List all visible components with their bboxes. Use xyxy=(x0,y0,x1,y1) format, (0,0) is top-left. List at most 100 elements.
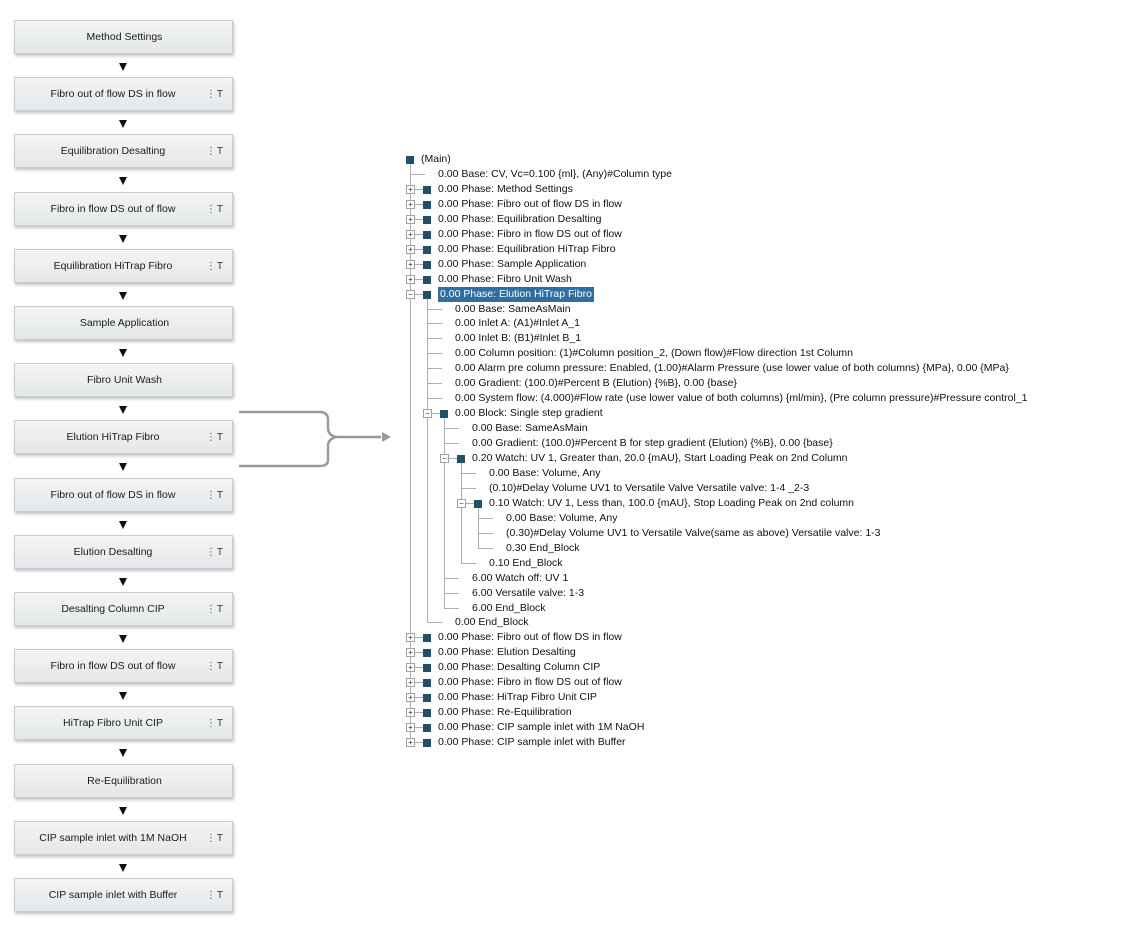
phase-text-instruction-marker[interactable]: ⋮T xyxy=(206,193,223,225)
expand-icon[interactable]: + xyxy=(406,738,415,747)
expand-icon[interactable]: + xyxy=(406,708,415,717)
tree-connector xyxy=(444,428,459,429)
tree-node-square-icon xyxy=(423,261,431,269)
phase-box[interactable]: Elution Desalting⋮T xyxy=(14,535,233,569)
expand-icon[interactable]: + xyxy=(406,693,415,702)
phase-box[interactable]: Fibro Unit Wash xyxy=(14,363,233,397)
tree-row[interactable]: 0.00 Phase: Fibro Unit Wash xyxy=(438,272,572,287)
tree-row[interactable]: 0.00 Phase: CIP sample inlet with Buffer xyxy=(438,735,626,750)
phase-text-instruction-marker[interactable]: ⋮T xyxy=(206,78,223,110)
phase-box[interactable]: Fibro in flow DS out of flow⋮T xyxy=(14,649,233,683)
tree-row[interactable]: (0.10)#Delay Volume UV1 to Versatile Val… xyxy=(489,481,809,496)
phase-box[interactable]: Equilibration Desalting⋮T xyxy=(14,134,233,168)
phase-box[interactable]: CIP sample inlet with Buffer⋮T xyxy=(14,878,233,912)
tree-row[interactable]: 0.00 Phase: Fibro in flow DS out of flow xyxy=(438,227,622,242)
phase-box[interactable]: Re-Equilibration xyxy=(14,764,233,798)
vertical-dots-icon: ⋮ xyxy=(205,145,216,157)
phase-text-instruction-marker[interactable]: ⋮T xyxy=(206,250,223,282)
expand-icon[interactable]: + xyxy=(406,215,415,224)
tree-row[interactable]: 0.00 Phase: Desalting Column CIP xyxy=(438,660,600,675)
tree-row[interactable]: 6.00 Versatile valve: 1-3 xyxy=(472,586,584,601)
phase-text-instruction-marker[interactable]: ⋮T xyxy=(206,822,223,854)
tree-row[interactable]: 0.00 Block: Single step gradient xyxy=(455,406,603,421)
phase-text-instruction-marker[interactable]: ⋮T xyxy=(206,707,223,739)
tree-row[interactable]: 0.00 Alarm pre column pressure: Enabled,… xyxy=(455,361,1009,376)
tree-row[interactable]: 0.00 Phase: Elution Desalting xyxy=(438,645,576,660)
tree-row[interactable]: 0.00 Gradient: (100.0)#Percent B for ste… xyxy=(472,436,833,451)
tree-row[interactable]: 0.00 Base: SameAsMain xyxy=(455,302,571,317)
tree-row[interactable]: 0.00 Phase: Fibro out of flow DS in flow xyxy=(438,197,622,212)
expand-icon[interactable]: + xyxy=(406,200,415,209)
expand-icon[interactable]: + xyxy=(406,230,415,239)
phase-box[interactable]: Sample Application xyxy=(14,306,233,340)
tree-row[interactable]: (0.30)#Delay Volume UV1 to Versatile Val… xyxy=(506,526,881,541)
tree-row[interactable]: 0.10 End_Block xyxy=(489,556,563,571)
phase-text-instruction-marker[interactable]: ⋮T xyxy=(206,479,223,511)
phase-text-instruction-marker[interactable]: ⋮T xyxy=(206,536,223,568)
tree-row[interactable]: 0.00 Phase: HiTrap Fibro Unit CIP xyxy=(438,690,597,705)
expand-icon[interactable]: + xyxy=(406,245,415,254)
collapse-icon[interactable]: − xyxy=(423,409,432,418)
tree-row-selected[interactable]: 0.00 Phase: Elution HiTrap Fibro xyxy=(438,287,594,302)
tree-row[interactable]: 0.00 Inlet B: (B1)#Inlet B_1 xyxy=(455,331,581,346)
expand-icon[interactable]: + xyxy=(406,260,415,269)
tree-row[interactable]: 0.00 Phase: Fibro out of flow DS in flow xyxy=(438,630,622,645)
tree-row[interactable]: 0.10 Watch: UV 1, Less than, 100.0 {mAU}… xyxy=(489,496,854,511)
tree-row[interactable]: 0.00 System flow: (4.000)#Flow rate (use… xyxy=(455,391,1028,406)
tree-row[interactable]: (Main) xyxy=(421,152,451,167)
tree-row[interactable]: 0.00 Base: Volume, Any xyxy=(506,511,618,526)
phase-box[interactable]: Fibro out of flow DS in flow⋮T xyxy=(14,478,233,512)
expand-icon[interactable]: + xyxy=(406,185,415,194)
expand-icon[interactable]: + xyxy=(406,723,415,732)
tree-row[interactable]: 0.00 Phase: Sample Application xyxy=(438,257,586,272)
tree-row[interactable]: 0.00 Column position: (1)#Column positio… xyxy=(455,346,853,361)
tree-row[interactable]: 0.00 Phase: Equilibration Desalting xyxy=(438,212,601,227)
tree-row[interactable]: 6.00 End_Block xyxy=(472,601,546,616)
tree-row[interactable]: 0.00 Phase: Re-Equilibration xyxy=(438,705,572,720)
expand-icon[interactable]: + xyxy=(406,633,415,642)
expand-icon[interactable]: + xyxy=(406,275,415,284)
tree-row[interactable]: 0.30 End_Block xyxy=(506,541,580,556)
expand-icon[interactable]: + xyxy=(406,663,415,672)
tree-row[interactable]: 0.00 Phase: Fibro in flow DS out of flow xyxy=(438,675,622,690)
collapse-icon[interactable]: − xyxy=(406,290,415,299)
tree-row-text: 0.00 Phase: Sample Application xyxy=(438,258,587,270)
phase-text-instruction-marker[interactable]: ⋮T xyxy=(206,593,223,625)
phase-box[interactable]: Method Settings xyxy=(14,20,233,54)
tree-row[interactable]: 0.00 Phase: CIP sample inlet with 1M NaO… xyxy=(438,720,644,735)
tree-row[interactable]: 0.00 End_Block xyxy=(455,615,529,630)
phase-text-instruction-marker[interactable]: ⋮T xyxy=(206,879,223,911)
phase-text-instruction-marker[interactable]: ⋮T xyxy=(206,135,223,167)
tree-row[interactable]: 0.00 Base: CV, Vc=0.100 {ml}, (Any)#Colu… xyxy=(438,167,672,182)
collapse-icon[interactable]: − xyxy=(457,499,466,508)
tree-row[interactable]: 0.00 Phase: Method Settings xyxy=(438,182,573,197)
tree-connector xyxy=(427,383,442,384)
tree-node-square-icon xyxy=(457,455,465,463)
tree-connector xyxy=(444,593,459,594)
phase-box[interactable]: Fibro in flow DS out of flow⋮T xyxy=(14,192,233,226)
phase-box[interactable]: Fibro out of flow DS in flow⋮T xyxy=(14,77,233,111)
tree-node-square-icon xyxy=(423,664,431,672)
phase-text-instruction-marker[interactable]: ⋮T xyxy=(206,650,223,682)
tree-row[interactable]: 0.00 Inlet A: (A1)#Inlet A_1 xyxy=(455,316,580,331)
phase-text-instruction-marker[interactable]: ⋮T xyxy=(206,421,223,453)
tree-row[interactable]: 0.20 Watch: UV 1, Greater than, 20.0 {mA… xyxy=(472,451,848,466)
tree-node-square-icon xyxy=(406,156,414,164)
collapse-icon[interactable]: − xyxy=(440,454,449,463)
tree-connector xyxy=(461,488,476,489)
tree-row[interactable]: 0.00 Gradient: (100.0)#Percent B (Elutio… xyxy=(455,376,737,391)
method-tree: (Main)0.00 Base: CV, Vc=0.100 {ml}, (Any… xyxy=(405,152,1125,752)
expand-icon[interactable]: + xyxy=(406,648,415,657)
tree-row[interactable]: 6.00 Watch off: UV 1 xyxy=(472,571,568,586)
phase-box[interactable]: HiTrap Fibro Unit CIP⋮T xyxy=(14,706,233,740)
phase-box[interactable]: Desalting Column CIP⋮T xyxy=(14,592,233,626)
tree-row[interactable]: 0.00 Base: Volume, Any xyxy=(489,466,601,481)
phase-box[interactable]: CIP sample inlet with 1M NaOH⋮T xyxy=(14,821,233,855)
expand-icon[interactable]: + xyxy=(406,678,415,687)
tree-row-text: 0.00 Phase: Elution Desalting xyxy=(438,646,576,658)
tree-row[interactable]: 0.00 Phase: Equilibration HiTrap Fibro xyxy=(438,242,616,257)
tree-row[interactable]: 0.00 Base: SameAsMain xyxy=(472,421,588,436)
tree-connector xyxy=(410,234,425,235)
phase-box[interactable]: Elution HiTrap Fibro⋮T xyxy=(14,420,233,454)
phase-box[interactable]: Equilibration HiTrap Fibro⋮T xyxy=(14,249,233,283)
